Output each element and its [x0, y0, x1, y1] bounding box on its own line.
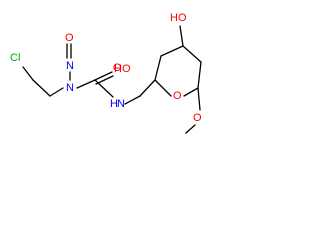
bond-oring-c5: [154, 79, 172, 97]
bond-c1-ome: [197, 87, 201, 111]
atom-hydroxyl-lower: HO: [114, 63, 131, 75]
atom-nitroso-oxygen: O: [65, 32, 74, 44]
bond-ch2-c5: [139, 79, 156, 97]
bond-c3-c2: [182, 45, 202, 63]
bond-c-o-2: [95, 75, 114, 85]
atom-nh-nitrogen: N: [117, 98, 125, 110]
bond-c2-c1: [197, 61, 202, 89]
atom-labels: Cl N O N O HO H N HO O O: [10, 12, 202, 124]
bond-c-nh: [94, 79, 114, 98]
molecule-structure: Cl N O N O HO H N HO O O: [10, 12, 202, 134]
bond-c-o-1: [94, 71, 113, 81]
bond-c4-c3: [160, 45, 184, 57]
atom-carbonyl-oxygen: O: [113, 62, 122, 74]
atom-nitroso-nitrogen: N: [66, 60, 74, 72]
atom-hydroxyl-upper: HO: [170, 12, 187, 24]
bond-ch2-ch2: [32, 79, 51, 97]
bond-cl-ch2: [22, 66, 34, 81]
bond-n-c: [76, 79, 96, 89]
atom-ring-oxygen: O: [173, 90, 182, 102]
bond-ch2-n: [49, 87, 64, 97]
bond-c1-oring: [183, 87, 199, 97]
atom-amide-nitrogen: N: [66, 82, 74, 94]
bond-ome-ch3: [185, 124, 196, 134]
atom-chlorine: Cl: [10, 52, 20, 64]
atom-methoxy-oxygen: O: [193, 112, 202, 124]
bond-c3-ho: [179, 25, 184, 47]
bonds: [22, 25, 202, 134]
bond-c5-c4: [154, 55, 162, 81]
atom-nh-hydrogen: H: [110, 98, 118, 110]
bond-nh-ch2: [124, 95, 141, 105]
